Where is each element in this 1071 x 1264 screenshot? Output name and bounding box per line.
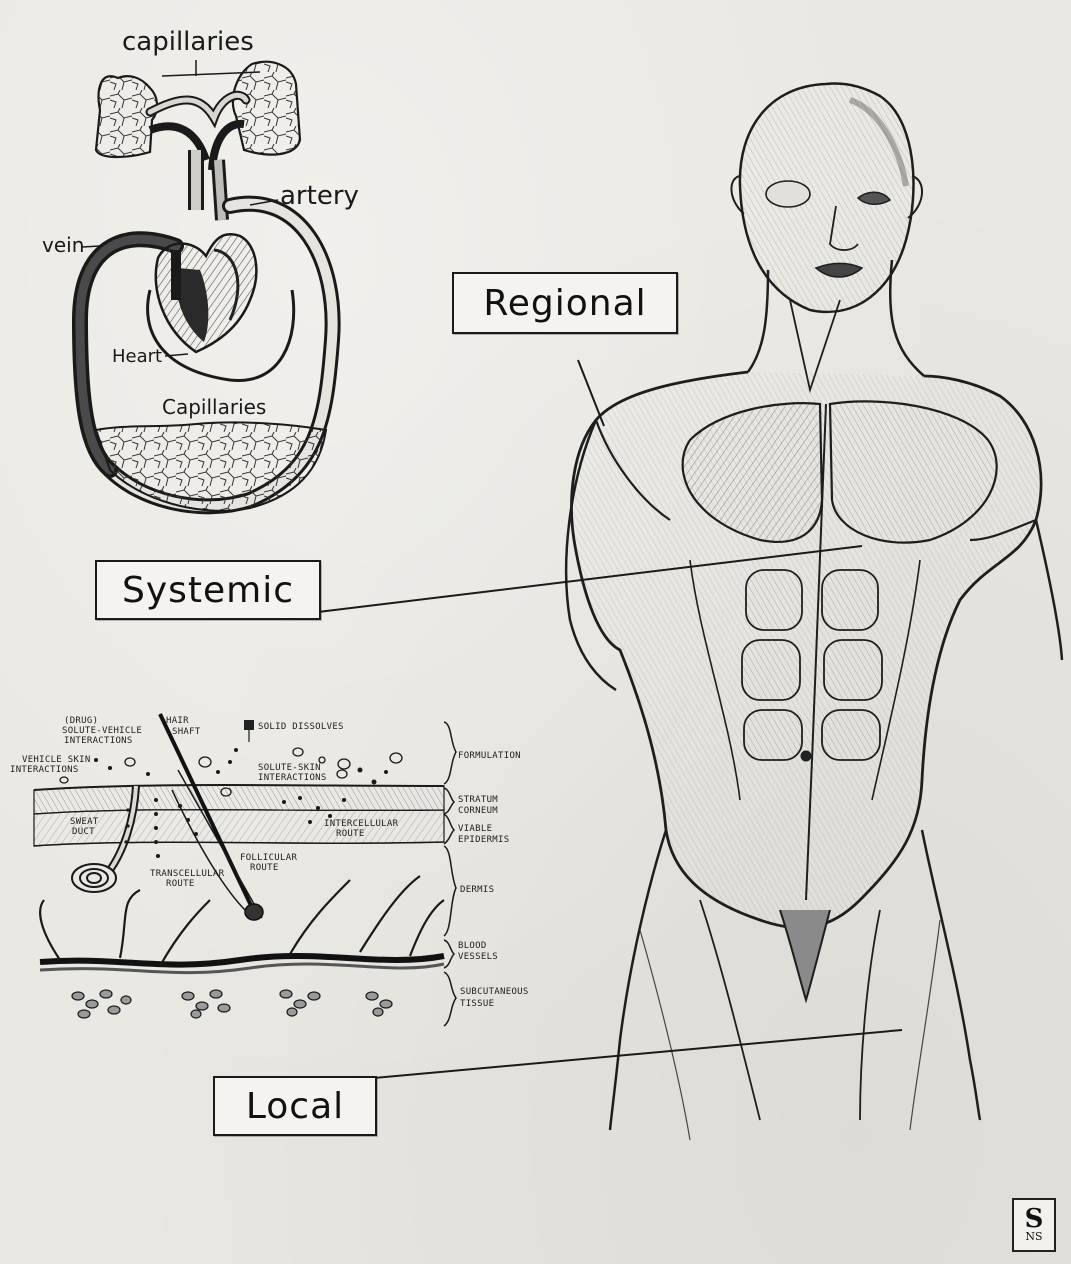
right-lung	[233, 62, 300, 155]
sweat-gland	[72, 864, 116, 892]
label-solute-skin: SOLUTE-SKIN INTERACTIONS	[258, 763, 327, 783]
signature-letters: NS	[1025, 1231, 1042, 1243]
solid-particle	[244, 720, 254, 730]
circulation-diagram: capillaries artery vein Heart Capillarie…	[42, 27, 359, 511]
leader-regional	[578, 360, 604, 426]
label-drug-interactions: (DRUG) SOLUTE-VEHICLE INTERACTIONS	[62, 716, 148, 746]
capillary-bed	[96, 422, 326, 510]
label-vehicle-skin: VEHICLE SKIN INTERACTIONS	[10, 755, 96, 775]
label-transcellular-route: TRANSCELLULAR ROUTE	[150, 869, 230, 889]
label-follicular-route: FOLLICULAR ROUTE	[240, 853, 303, 873]
label-hair-shaft: HAIR SHAFT	[166, 716, 201, 737]
hair-follicle	[245, 904, 263, 920]
label-capillaries-bottom: Capillaries	[162, 395, 266, 419]
label-heart: Heart	[112, 346, 162, 367]
label-viable-epidermis: VIABLE EPIDERMIS	[458, 824, 509, 845]
leader-local	[374, 1030, 902, 1078]
human-figure	[566, 84, 1062, 1141]
blood-vessel-main	[40, 956, 444, 965]
systemic-label: Systemic	[95, 560, 321, 620]
label-vein: vein	[42, 233, 84, 257]
label-artery: artery	[280, 181, 359, 211]
label-formulation: FORMULATION	[458, 751, 521, 761]
artist-signature: S NS	[1012, 1198, 1056, 1252]
signature-initial: S	[1025, 1207, 1044, 1231]
label-subcutaneous-tissue: SUBCUTANEOUS TISSUE	[460, 987, 534, 1009]
label-dermis: DERMIS	[460, 885, 494, 895]
label-stratum-corneum: STRATUM CORNEUM	[458, 795, 504, 816]
regional-label: Regional	[452, 272, 678, 334]
label-capillaries-top: capillaries	[122, 27, 254, 57]
label-blood-vessels: BLOOD VESSELS	[458, 941, 498, 962]
subcutaneous-fat	[72, 990, 392, 1018]
label-solid-dissolves: SOLID DISSOLVES	[258, 722, 344, 732]
skin-diagram: (DRUG) SOLUTE-VEHICLE INTERACTIONS HAIR …	[10, 714, 534, 1026]
left-lung	[96, 76, 157, 157]
local-label: Local	[213, 1076, 377, 1136]
